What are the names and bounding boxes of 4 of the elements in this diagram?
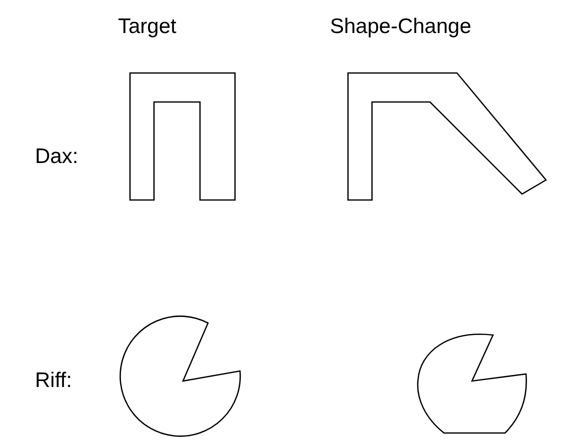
column-heading: Target [118, 16, 176, 37]
row-label: Dax: [35, 146, 78, 167]
column-heading: Shape-Change [330, 16, 472, 37]
row-label: Riff: [35, 370, 72, 391]
